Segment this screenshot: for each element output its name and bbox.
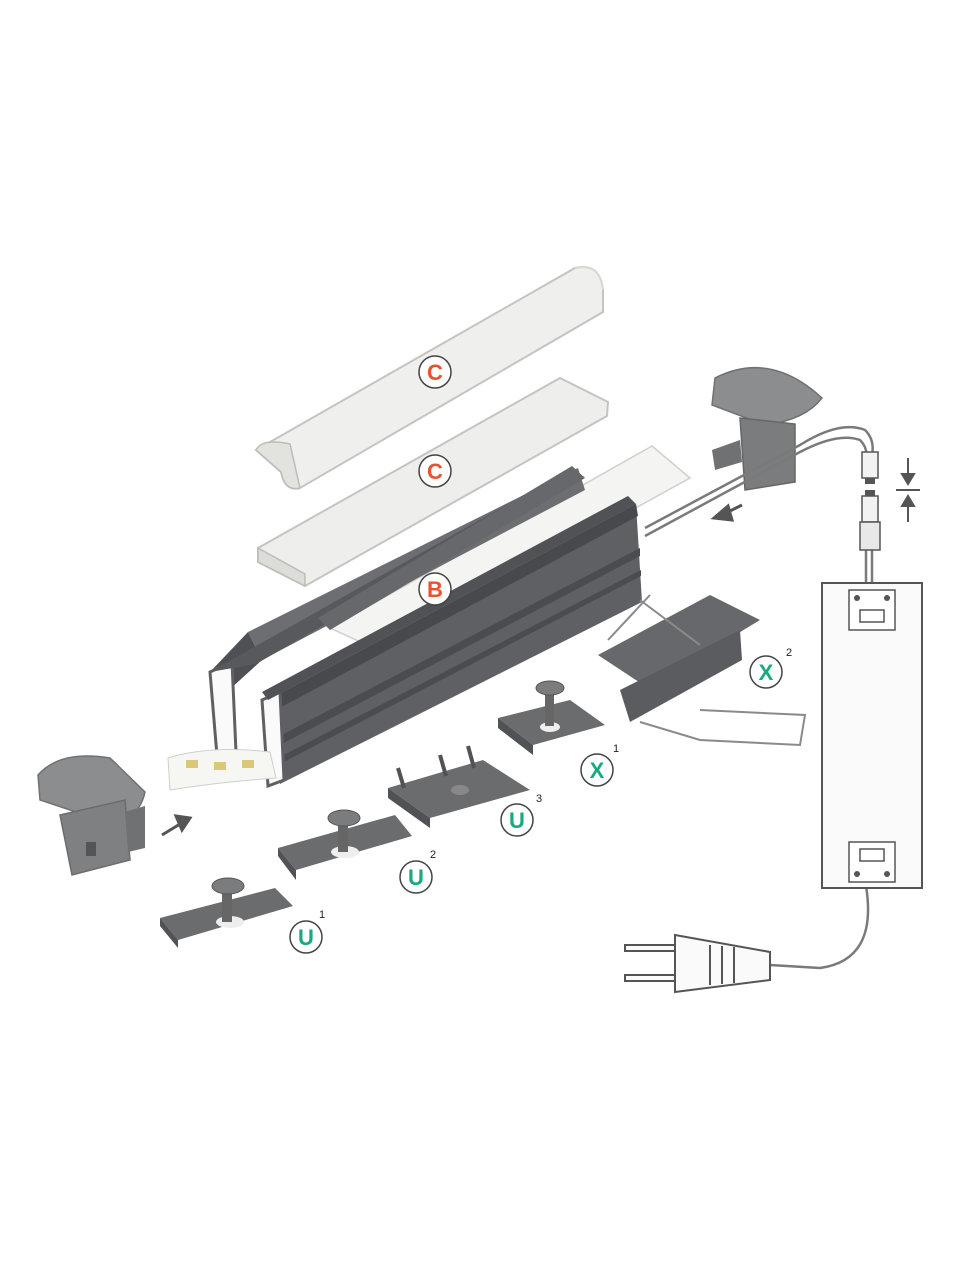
badge-u1: U 1: [289, 909, 325, 954]
clip-u3-shape: [388, 745, 530, 828]
clip-x2-shape: [598, 594, 807, 747]
left-end-cap: [37, 755, 146, 876]
badge-u1-letter: U: [298, 925, 314, 950]
badge-u3: U 3: [500, 793, 542, 837]
badge-cover-flat: C: [418, 454, 452, 488]
right-end-cap: [711, 367, 824, 491]
badge-u2: U 2: [399, 849, 436, 894]
badge-cover-round: C: [418, 355, 452, 389]
badge-u3-letter: U: [509, 808, 525, 833]
mains-plug: [624, 933, 771, 994]
badge-x2: X 2: [749, 647, 792, 689]
badge-x2-sup: 2: [786, 647, 792, 659]
cable-connector: [859, 451, 881, 551]
arrows: [161, 503, 743, 837]
badge-x1-sup: 1: [613, 743, 619, 755]
badge-x1: X 1: [580, 743, 619, 787]
badge-cover-round-letter: C: [427, 360, 443, 385]
badge-u3-sup: 3: [536, 793, 542, 805]
badge-base: B: [418, 572, 452, 606]
badge-u2-letter: U: [408, 865, 424, 890]
led-strip: [167, 749, 277, 791]
badge-cover-flat-letter: C: [427, 459, 443, 484]
badge-x1-letter: X: [590, 758, 605, 783]
connect-arrows: [896, 458, 920, 522]
clip-u1-shape: [160, 877, 293, 948]
badge-x2-letter: X: [759, 660, 774, 685]
clip-x1-shape: [498, 680, 605, 755]
badge-base-letter: B: [427, 577, 443, 602]
badge-u1-sup: 1: [319, 909, 325, 921]
clip-u2-shape: [278, 809, 412, 880]
aluminium-profile: [208, 445, 692, 789]
badge-u2-sup: 2: [430, 849, 436, 861]
led-driver: [821, 582, 923, 889]
